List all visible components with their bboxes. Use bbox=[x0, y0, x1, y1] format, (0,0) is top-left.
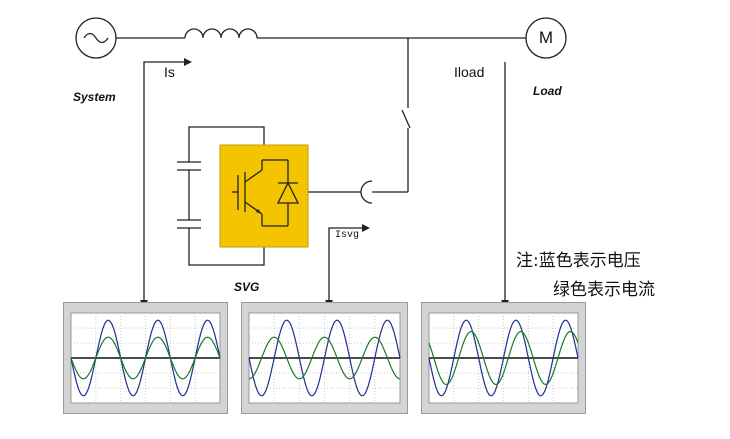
motor-icon bbox=[525, 17, 567, 59]
load-current-label: Iload bbox=[454, 64, 485, 80]
system-label: System bbox=[73, 90, 116, 104]
switch-icon bbox=[401, 109, 411, 129]
load-waveform-scope bbox=[421, 302, 586, 414]
svg-current-label: Isvg bbox=[335, 230, 360, 241]
line-inductor-icon bbox=[184, 28, 258, 39]
source-current-label: Is bbox=[164, 64, 175, 80]
motor-label: M bbox=[538, 28, 554, 47]
current-trace bbox=[248, 336, 401, 380]
voltage-trace bbox=[248, 319, 401, 397]
current-trace bbox=[428, 330, 579, 386]
svg-waveform-scope bbox=[241, 302, 408, 414]
current-trace bbox=[70, 336, 221, 380]
note-line-1: 注:蓝色表示电压 bbox=[516, 251, 641, 271]
svg-current-sensor-icon bbox=[360, 180, 373, 204]
voltage-trace bbox=[428, 319, 579, 397]
source-waveform-scope bbox=[63, 302, 228, 414]
ac-source-icon bbox=[75, 17, 117, 59]
load-label: Load bbox=[533, 84, 562, 98]
note-line-2: 绿色表示电流 bbox=[553, 280, 655, 300]
svg-label: SVG bbox=[234, 280, 260, 294]
